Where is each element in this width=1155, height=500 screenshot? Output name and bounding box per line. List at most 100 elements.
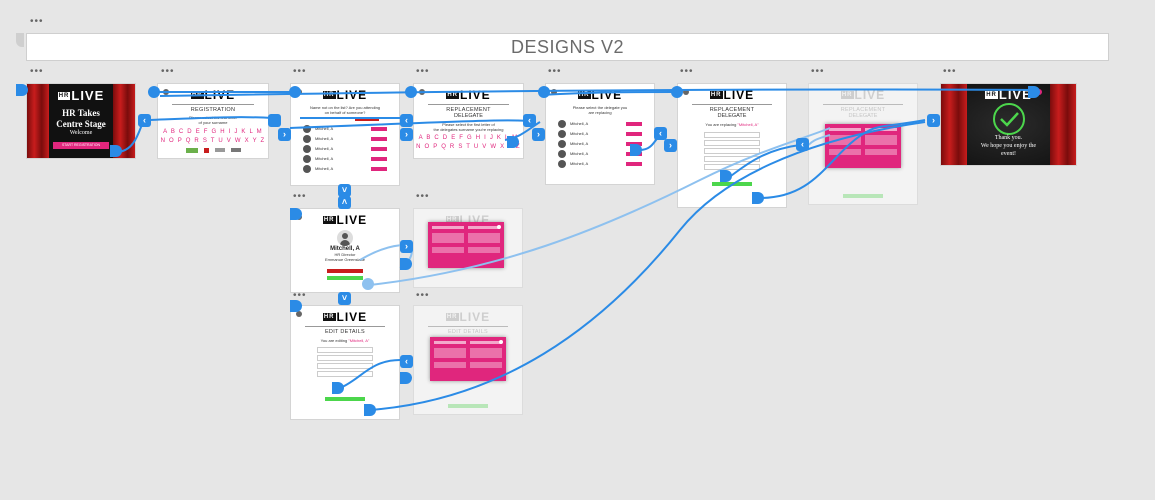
save-button[interactable] bbox=[325, 396, 365, 401]
link-handle[interactable] bbox=[290, 300, 302, 312]
confirmation-popup[interactable] bbox=[430, 337, 506, 381]
alphabet-row-2[interactable]: N O P Q R S T U V W X Y Z bbox=[416, 143, 521, 150]
flow-link[interactable] bbox=[369, 127, 831, 286]
first-name-field[interactable] bbox=[704, 131, 760, 138]
board-menu-icon[interactable]: ••• bbox=[416, 66, 430, 77]
select-button[interactable] bbox=[626, 141, 642, 146]
close-icon[interactable] bbox=[497, 225, 501, 229]
board-menu-icon[interactable]: ••• bbox=[811, 66, 825, 77]
link-handle[interactable] bbox=[268, 115, 280, 127]
list-item[interactable]: Mitchell, A bbox=[546, 119, 654, 129]
flow-link[interactable] bbox=[149, 116, 273, 121]
confirm-button[interactable] bbox=[327, 268, 363, 273]
chevron-right-icon[interactable]: › bbox=[400, 240, 413, 253]
chevron-right-icon[interactable]: › bbox=[927, 114, 940, 127]
confirmation-popup[interactable] bbox=[428, 222, 504, 268]
link-handle[interactable] bbox=[630, 144, 642, 156]
alphabet-row-2[interactable]: N O P Q R S T U V W X Y Z bbox=[160, 137, 266, 144]
link-handle[interactable] bbox=[671, 86, 683, 98]
board-menu-icon[interactable]: ••• bbox=[293, 191, 307, 202]
board-menu-icon[interactable]: ••• bbox=[548, 66, 562, 77]
chevron-right-icon[interactable]: › bbox=[400, 128, 413, 141]
flow-link[interactable] bbox=[369, 121, 926, 411]
company-field[interactable] bbox=[704, 155, 760, 162]
edit-button[interactable] bbox=[327, 275, 363, 280]
chevron-left-icon[interactable]: ‹ bbox=[400, 355, 413, 368]
chevron-left-icon[interactable]: ‹ bbox=[400, 114, 413, 127]
flow-link[interactable] bbox=[339, 359, 401, 389]
flow-link[interactable] bbox=[159, 88, 1036, 97]
canvas-menu-icon[interactable]: ••• bbox=[30, 16, 44, 27]
link-handle[interactable] bbox=[362, 278, 374, 290]
job-title-field[interactable] bbox=[317, 362, 373, 369]
link-handle[interactable] bbox=[538, 86, 550, 98]
select-button[interactable] bbox=[626, 161, 642, 166]
link-handle[interactable] bbox=[364, 404, 376, 416]
chevron-up-icon[interactable]: ˄ bbox=[338, 196, 351, 209]
link-handle[interactable] bbox=[400, 372, 412, 384]
chevron-right-icon[interactable]: › bbox=[532, 128, 545, 141]
back-icon[interactable] bbox=[296, 311, 302, 317]
link-handle[interactable] bbox=[400, 258, 412, 270]
chevron-left-icon[interactable]: ‹ bbox=[138, 114, 151, 127]
link-handle[interactable] bbox=[289, 86, 301, 98]
start-registration-button[interactable]: START REGISTRATION bbox=[53, 142, 109, 150]
close-icon[interactable] bbox=[499, 340, 503, 344]
last-name-field[interactable] bbox=[704, 139, 760, 146]
list-item[interactable]: Mitchell, A bbox=[546, 159, 654, 169]
chevron-left-icon[interactable]: ‹ bbox=[654, 127, 667, 140]
select-button[interactable] bbox=[626, 121, 642, 126]
chevron-right-icon[interactable]: › bbox=[278, 128, 291, 141]
alphabet-row-1[interactable]: A B C D E F G H I J K L M bbox=[163, 128, 263, 135]
list-item[interactable]: Mitchell, A bbox=[291, 124, 399, 134]
board-menu-icon[interactable]: ••• bbox=[293, 66, 307, 77]
select-button[interactable] bbox=[371, 146, 387, 151]
link-handle[interactable] bbox=[332, 382, 344, 394]
select-button[interactable] bbox=[371, 156, 387, 161]
flow-link[interactable] bbox=[539, 91, 673, 96]
select-button[interactable] bbox=[626, 131, 642, 136]
board-menu-icon[interactable]: ••• bbox=[416, 290, 430, 301]
chevron-down-icon[interactable]: ˅ bbox=[338, 184, 351, 197]
last-name-field[interactable] bbox=[317, 354, 373, 361]
list-item[interactable]: Mitchell, A bbox=[291, 154, 399, 164]
link-handle[interactable] bbox=[148, 86, 160, 98]
chevron-right-icon[interactable]: › bbox=[664, 139, 677, 152]
flow-link[interactable] bbox=[759, 119, 926, 199]
link-handle[interactable] bbox=[110, 145, 122, 157]
chevron-left-icon[interactable]: ‹ bbox=[796, 138, 809, 151]
list-item[interactable]: Mitchell, A bbox=[546, 129, 654, 139]
list-item[interactable]: Mitchell, A bbox=[291, 134, 399, 144]
link-handle[interactable] bbox=[290, 208, 302, 220]
company-field[interactable] bbox=[317, 370, 373, 377]
link-handle[interactable] bbox=[752, 192, 764, 204]
board-menu-icon[interactable]: ••• bbox=[293, 290, 307, 301]
chevron-down-icon[interactable]: ˅ bbox=[338, 292, 351, 305]
alphabet-row-1[interactable]: A B C D E F G H I J K L M bbox=[418, 134, 519, 141]
board-menu-icon[interactable]: ••• bbox=[30, 66, 44, 77]
board-menu-icon[interactable]: ••• bbox=[161, 66, 175, 77]
list-item[interactable]: Mitchell, A bbox=[291, 144, 399, 154]
section-handle[interactable] bbox=[16, 33, 24, 47]
board-menu-icon[interactable]: ••• bbox=[943, 66, 957, 77]
list-item[interactable]: Mitchell, A bbox=[546, 139, 654, 149]
link-handle[interactable] bbox=[507, 136, 519, 148]
list-item[interactable]: Mitchell, A bbox=[291, 164, 399, 174]
board-menu-icon[interactable]: ••• bbox=[416, 191, 430, 202]
chevron-left-icon[interactable]: ‹ bbox=[523, 114, 536, 127]
select-button[interactable] bbox=[371, 136, 387, 141]
first-name-field[interactable] bbox=[317, 346, 373, 353]
link-handle[interactable] bbox=[405, 86, 417, 98]
link-handle[interactable] bbox=[1028, 86, 1040, 98]
back-icon[interactable] bbox=[551, 89, 557, 95]
link-handle[interactable] bbox=[720, 170, 732, 182]
select-button[interactable] bbox=[371, 126, 387, 131]
select-button[interactable] bbox=[371, 166, 387, 171]
flow-start-handle[interactable] bbox=[16, 84, 28, 96]
job-title-field[interactable] bbox=[704, 147, 760, 154]
flow-link[interactable] bbox=[152, 91, 408, 119]
